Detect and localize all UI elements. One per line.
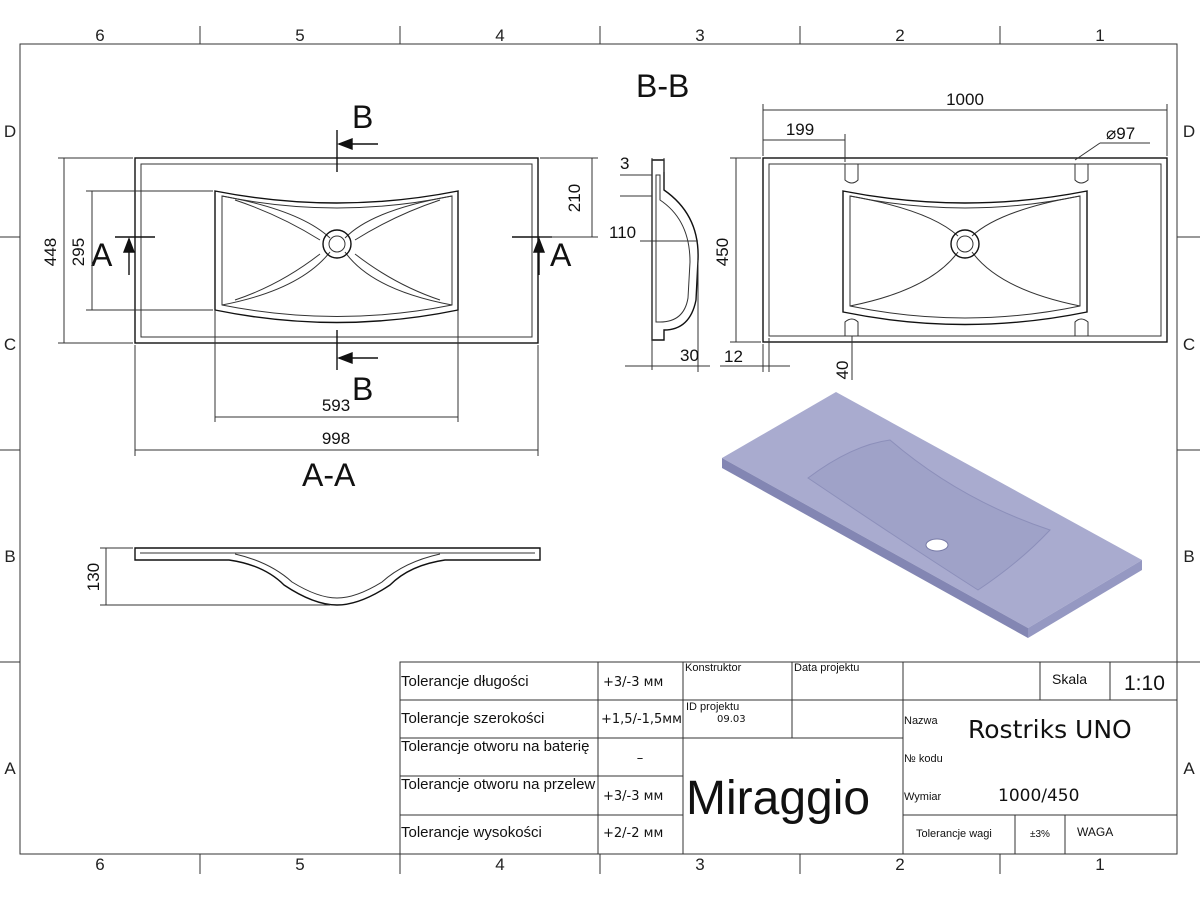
nr-kodu-label: № kodu [904,753,943,765]
zone-bottom-1: 1 [1095,855,1104,874]
zone-bottom-4: 4 [495,855,504,874]
dim-side-depth: 110 [609,223,636,242]
dim-right-depth: 450 [713,238,732,266]
zone-right-d: D [1183,122,1195,141]
konstruktor-label: Konstruktor [685,662,742,674]
section-bb-title: B-B [636,68,689,104]
brand-logo-text: Miraggio [686,772,870,825]
top-view-dimension-lines [58,157,598,456]
dim-right-12: 12 [724,347,743,366]
id-projektu-label: ID projektu [686,701,739,713]
side-section-view [620,158,710,372]
dim-bowl-depth: 295 [69,238,88,266]
waga-label: WAGA [1077,825,1113,839]
wymiar-value: 1000/450 [998,786,1079,806]
zone-bottom-6: 6 [95,855,104,874]
zone-bottom-2: 2 [895,855,904,874]
dim-top-width: 998 [322,429,350,448]
tolerance-value-tap-hole: – [637,751,644,766]
section-label-a-left: A [91,237,113,273]
tolerancje-wagi-value: ±3% [1030,829,1050,840]
tolerance-value-length: +3/-3 мм [603,675,663,690]
zone-top-6: 6 [95,26,104,45]
tolerance-label-overflow: Tolerancje otworu na przelew [401,776,596,793]
dim-right-199: 199 [786,120,814,139]
zone-right-a: A [1183,759,1195,778]
skala-value: 1:10 [1124,672,1165,695]
dim-right-width: 1000 [946,90,984,109]
zone-left-d: D [4,122,16,141]
right-view-dimension-lines [720,104,1168,380]
zone-bottom-5: 5 [295,855,304,874]
tolerance-label-height: Tolerancje wysokości [401,824,542,841]
section-label-a-right: A [550,237,572,273]
dim-front-height: 130 [84,563,103,591]
right-top-view [762,157,1168,343]
dim-right-40: 40 [833,361,852,380]
data-projektu-label: Data projektu [794,662,859,674]
tolerance-value-height: +2/-2 мм [603,826,663,841]
zone-bottom-3: 3 [695,855,704,874]
zone-top-5: 5 [295,26,304,45]
zone-top-1: 1 [1095,26,1104,45]
zone-top-3: 3 [695,26,704,45]
section-aa-title: A-A [302,457,356,493]
tolerance-value-overflow: +3/-3 мм [603,789,663,804]
sink-3d-render [722,392,1142,638]
title-block-grid [399,661,1178,855]
nazwa-label: Nazwa [904,715,939,727]
zone-top-4: 4 [495,26,504,45]
dim-bowl-width: 593 [322,396,350,415]
dim-side-thickness: 3 [620,154,629,173]
tolerance-label-tap-hole-wrap: Tolerancje otworu na baterię [401,738,590,755]
section-label-b-bottom: B [352,371,373,407]
zone-left-a: A [4,759,16,778]
nazwa-value: Rostriks UNO [968,715,1132,744]
section-markers [115,130,552,370]
tolerance-value-width: +1,5/-1,5мм [601,712,682,727]
tolerance-label-width: Tolerancje szerokości [401,710,544,727]
section-label-b-top: B [352,99,373,135]
dim-offset-210: 210 [565,184,584,212]
zone-top-2: 2 [895,26,904,45]
dim-top-depth: 448 [41,238,60,266]
tolerance-label-tap-hole: Tolerancje otworu na baterię [401,738,590,755]
zone-right-c: C [1183,335,1195,354]
skala-label: Skala [1052,671,1087,687]
tolerance-label-overflow-wrap: Tolerancje otworu na przelew [401,776,596,793]
zone-left-c: C [4,335,16,354]
dim-side-30: 30 [680,346,699,365]
dim-right-dia: ⌀97 [1106,124,1135,143]
zone-left-b: B [4,547,15,566]
zone-ticks [0,26,1200,874]
id-projektu-value: 09.03 [717,714,746,725]
wymiar-label: Wymiar [904,791,942,803]
top-view [134,157,539,344]
zone-right-b: B [1183,547,1194,566]
front-section-view [100,547,541,606]
tolerancje-wagi-label: Tolerancje wagi [916,828,992,840]
tolerance-label-length: Tolerancje długości [401,673,529,690]
